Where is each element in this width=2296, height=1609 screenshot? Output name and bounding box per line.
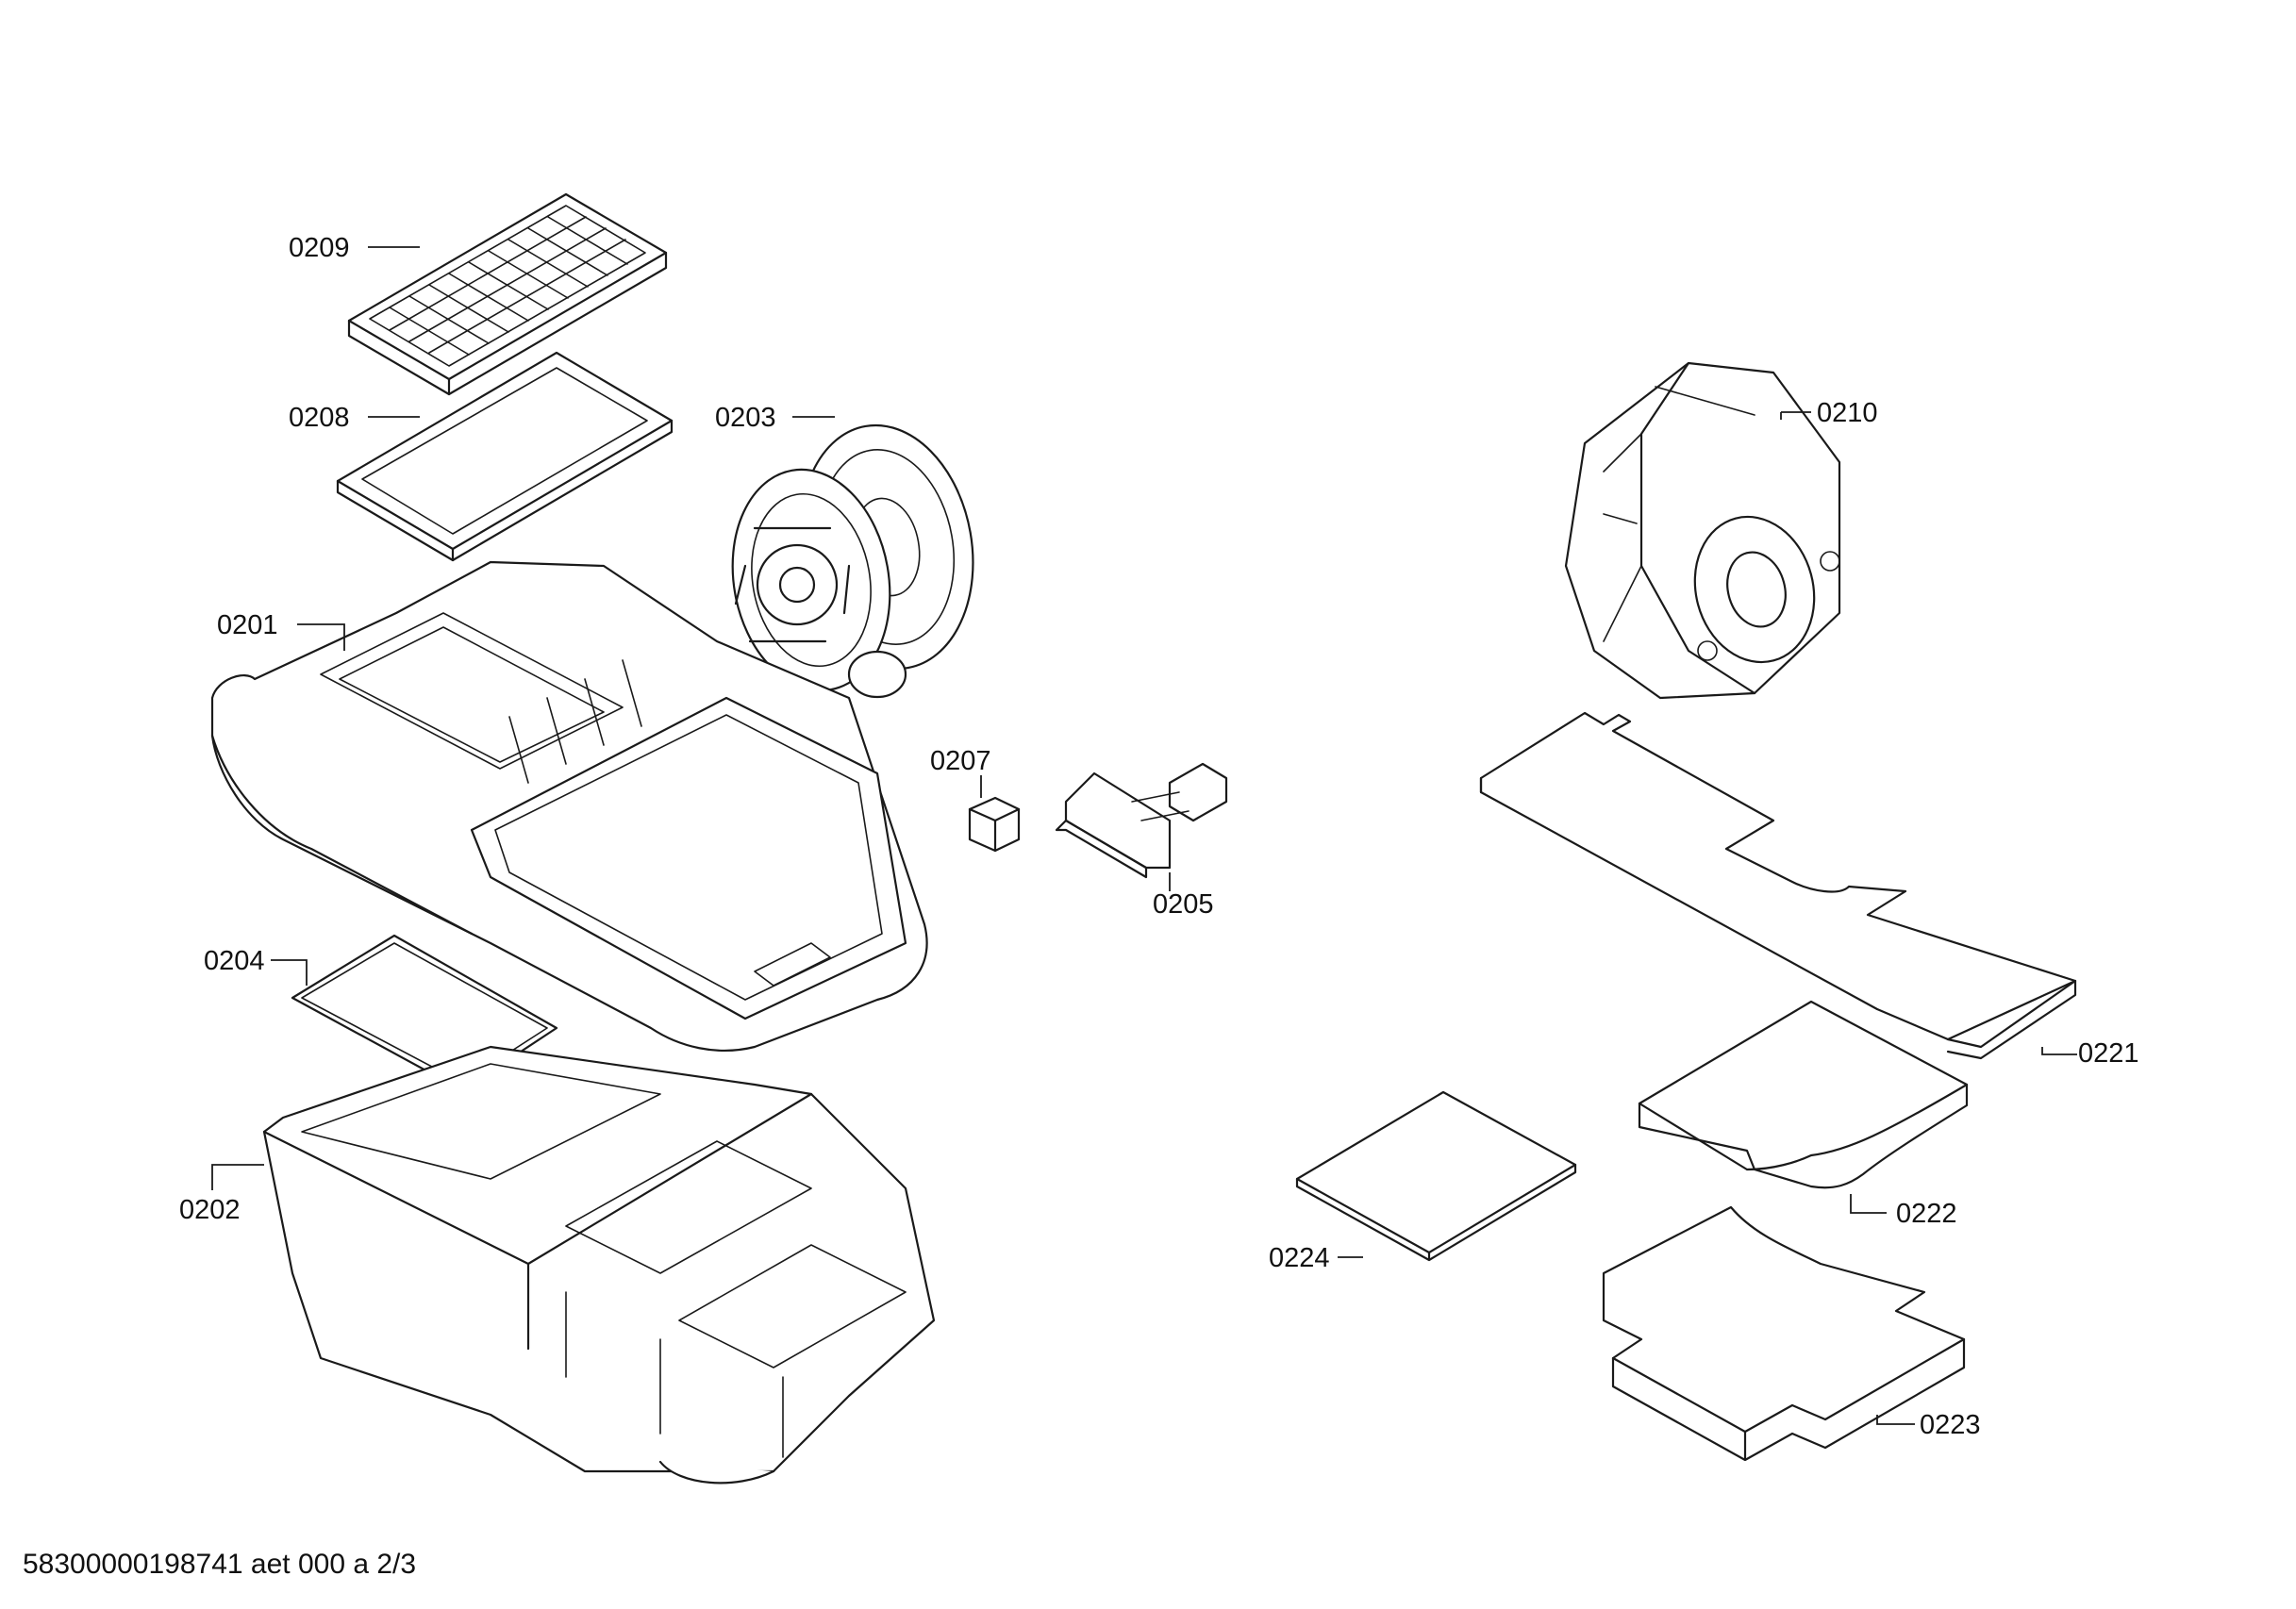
part-0223-foam-filter[interactable] (1602, 1205, 1966, 1462)
part-0201-upper-housing[interactable] (210, 560, 928, 1053)
label-0202: 0202 (179, 1195, 241, 1225)
part-0209-filter-grille[interactable] (347, 192, 668, 396)
label-0203: 0203 (715, 403, 776, 433)
part-0202-lower-housing[interactable] (262, 1045, 936, 1485)
label-0223: 0223 (1920, 1410, 1981, 1440)
part-0207-switch[interactable] (968, 796, 1021, 853)
part-0204-seal[interactable] (291, 934, 558, 1092)
label-0207: 0207 (930, 746, 991, 776)
label-0222: 0222 (1896, 1199, 1957, 1229)
label-0205: 0205 (1153, 889, 1214, 920)
label-0204: 0204 (204, 946, 265, 976)
part-0222-filter-block[interactable] (1638, 1000, 1969, 1189)
part-0208-filter-frame[interactable] (336, 351, 674, 562)
label-0210: 0210 (1817, 398, 1878, 428)
label-0224: 0224 (1269, 1243, 1330, 1273)
label-0221: 0221 (2078, 1038, 2139, 1069)
part-0224-filter-pad[interactable] (1295, 1090, 1577, 1262)
label-0208: 0208 (289, 403, 350, 433)
drawing-reference-footer: 58300000198741 aet 000 a 2/3 (23, 1549, 416, 1580)
part-0221-flat-filter[interactable] (1479, 711, 2077, 1060)
label-0209: 0209 (289, 233, 350, 263)
label-0201: 0201 (217, 610, 278, 640)
part-0210-motor[interactable] (1564, 361, 1841, 700)
part-0205-control-board[interactable] (1055, 762, 1228, 879)
part-0203-cable-reel[interactable] (716, 411, 991, 703)
